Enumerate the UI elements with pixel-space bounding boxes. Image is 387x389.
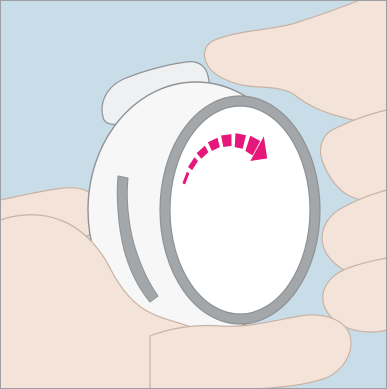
illustration-canvas [0, 0, 387, 389]
device-rotation-illustration [0, 0, 387, 389]
